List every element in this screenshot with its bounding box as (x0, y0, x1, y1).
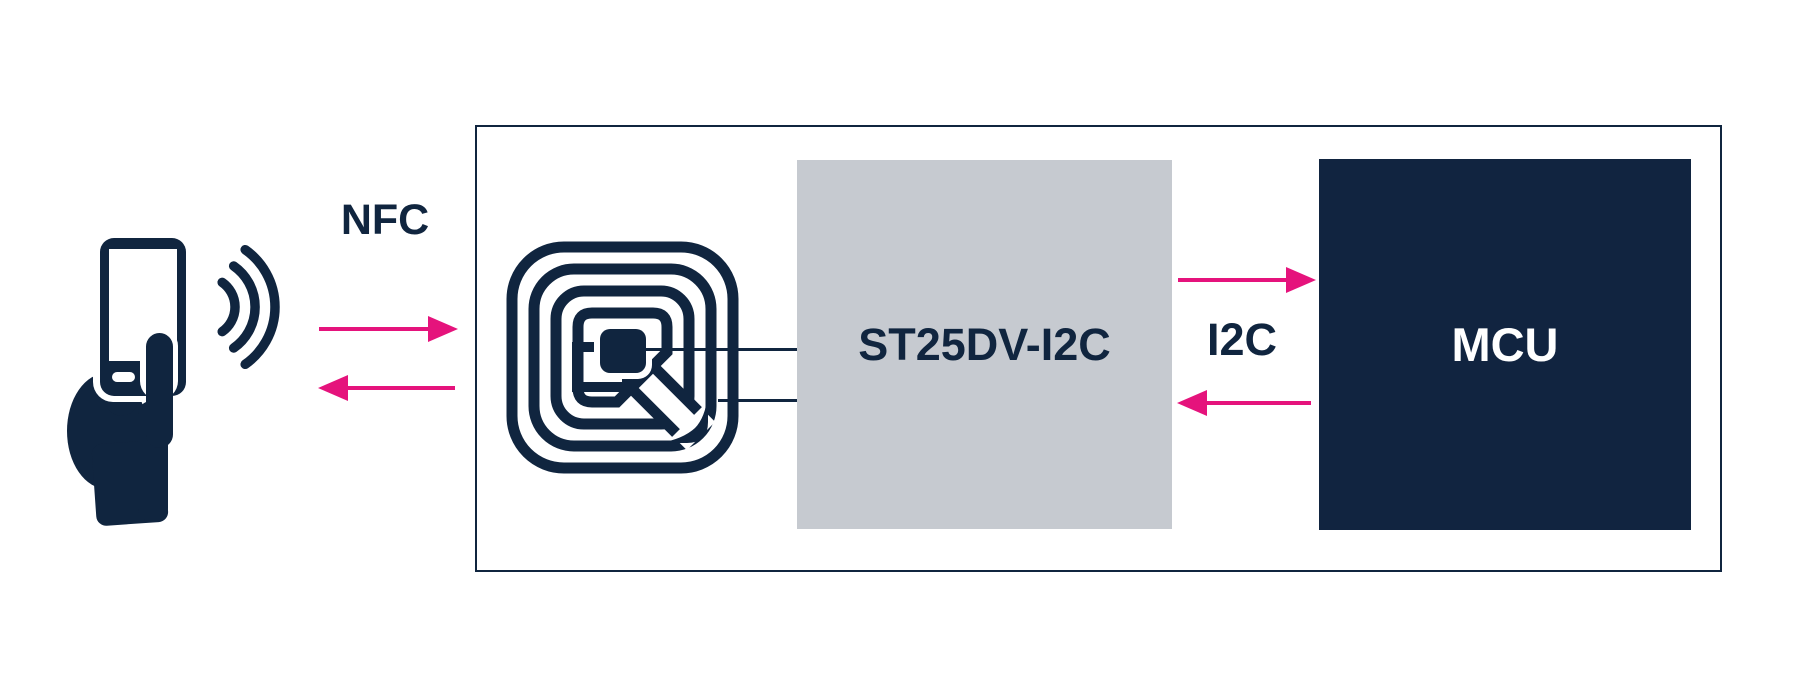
mcu-node-label: MCU (1451, 318, 1559, 371)
i2c-return-arrow (1177, 390, 1311, 416)
antenna-connection-line-top (644, 348, 797, 351)
thumb (146, 333, 173, 448)
nfc-forward-arrow (319, 316, 458, 342)
antenna-corner-pad (660, 395, 708, 443)
nfc-return-arrow (318, 375, 455, 401)
nfc-label: NFC (340, 196, 430, 244)
phone-in-hand-icon (67, 236, 280, 526)
nfc-tag-antenna-icon (506, 241, 739, 474)
st25dv-node-label: ST25DV-I2C (858, 318, 1111, 370)
st25dv-node: ST25DV-I2C (797, 160, 1172, 529)
antenna-connection-line-bottom (718, 399, 797, 402)
tag-chip (600, 329, 646, 373)
system-boundary-box (475, 125, 1722, 572)
i2c-forward-arrow (1178, 267, 1316, 293)
nfc-waves-icon (217, 244, 280, 370)
mcu-node: MCU (1319, 159, 1691, 530)
i2c-label: I2C (1206, 314, 1278, 365)
